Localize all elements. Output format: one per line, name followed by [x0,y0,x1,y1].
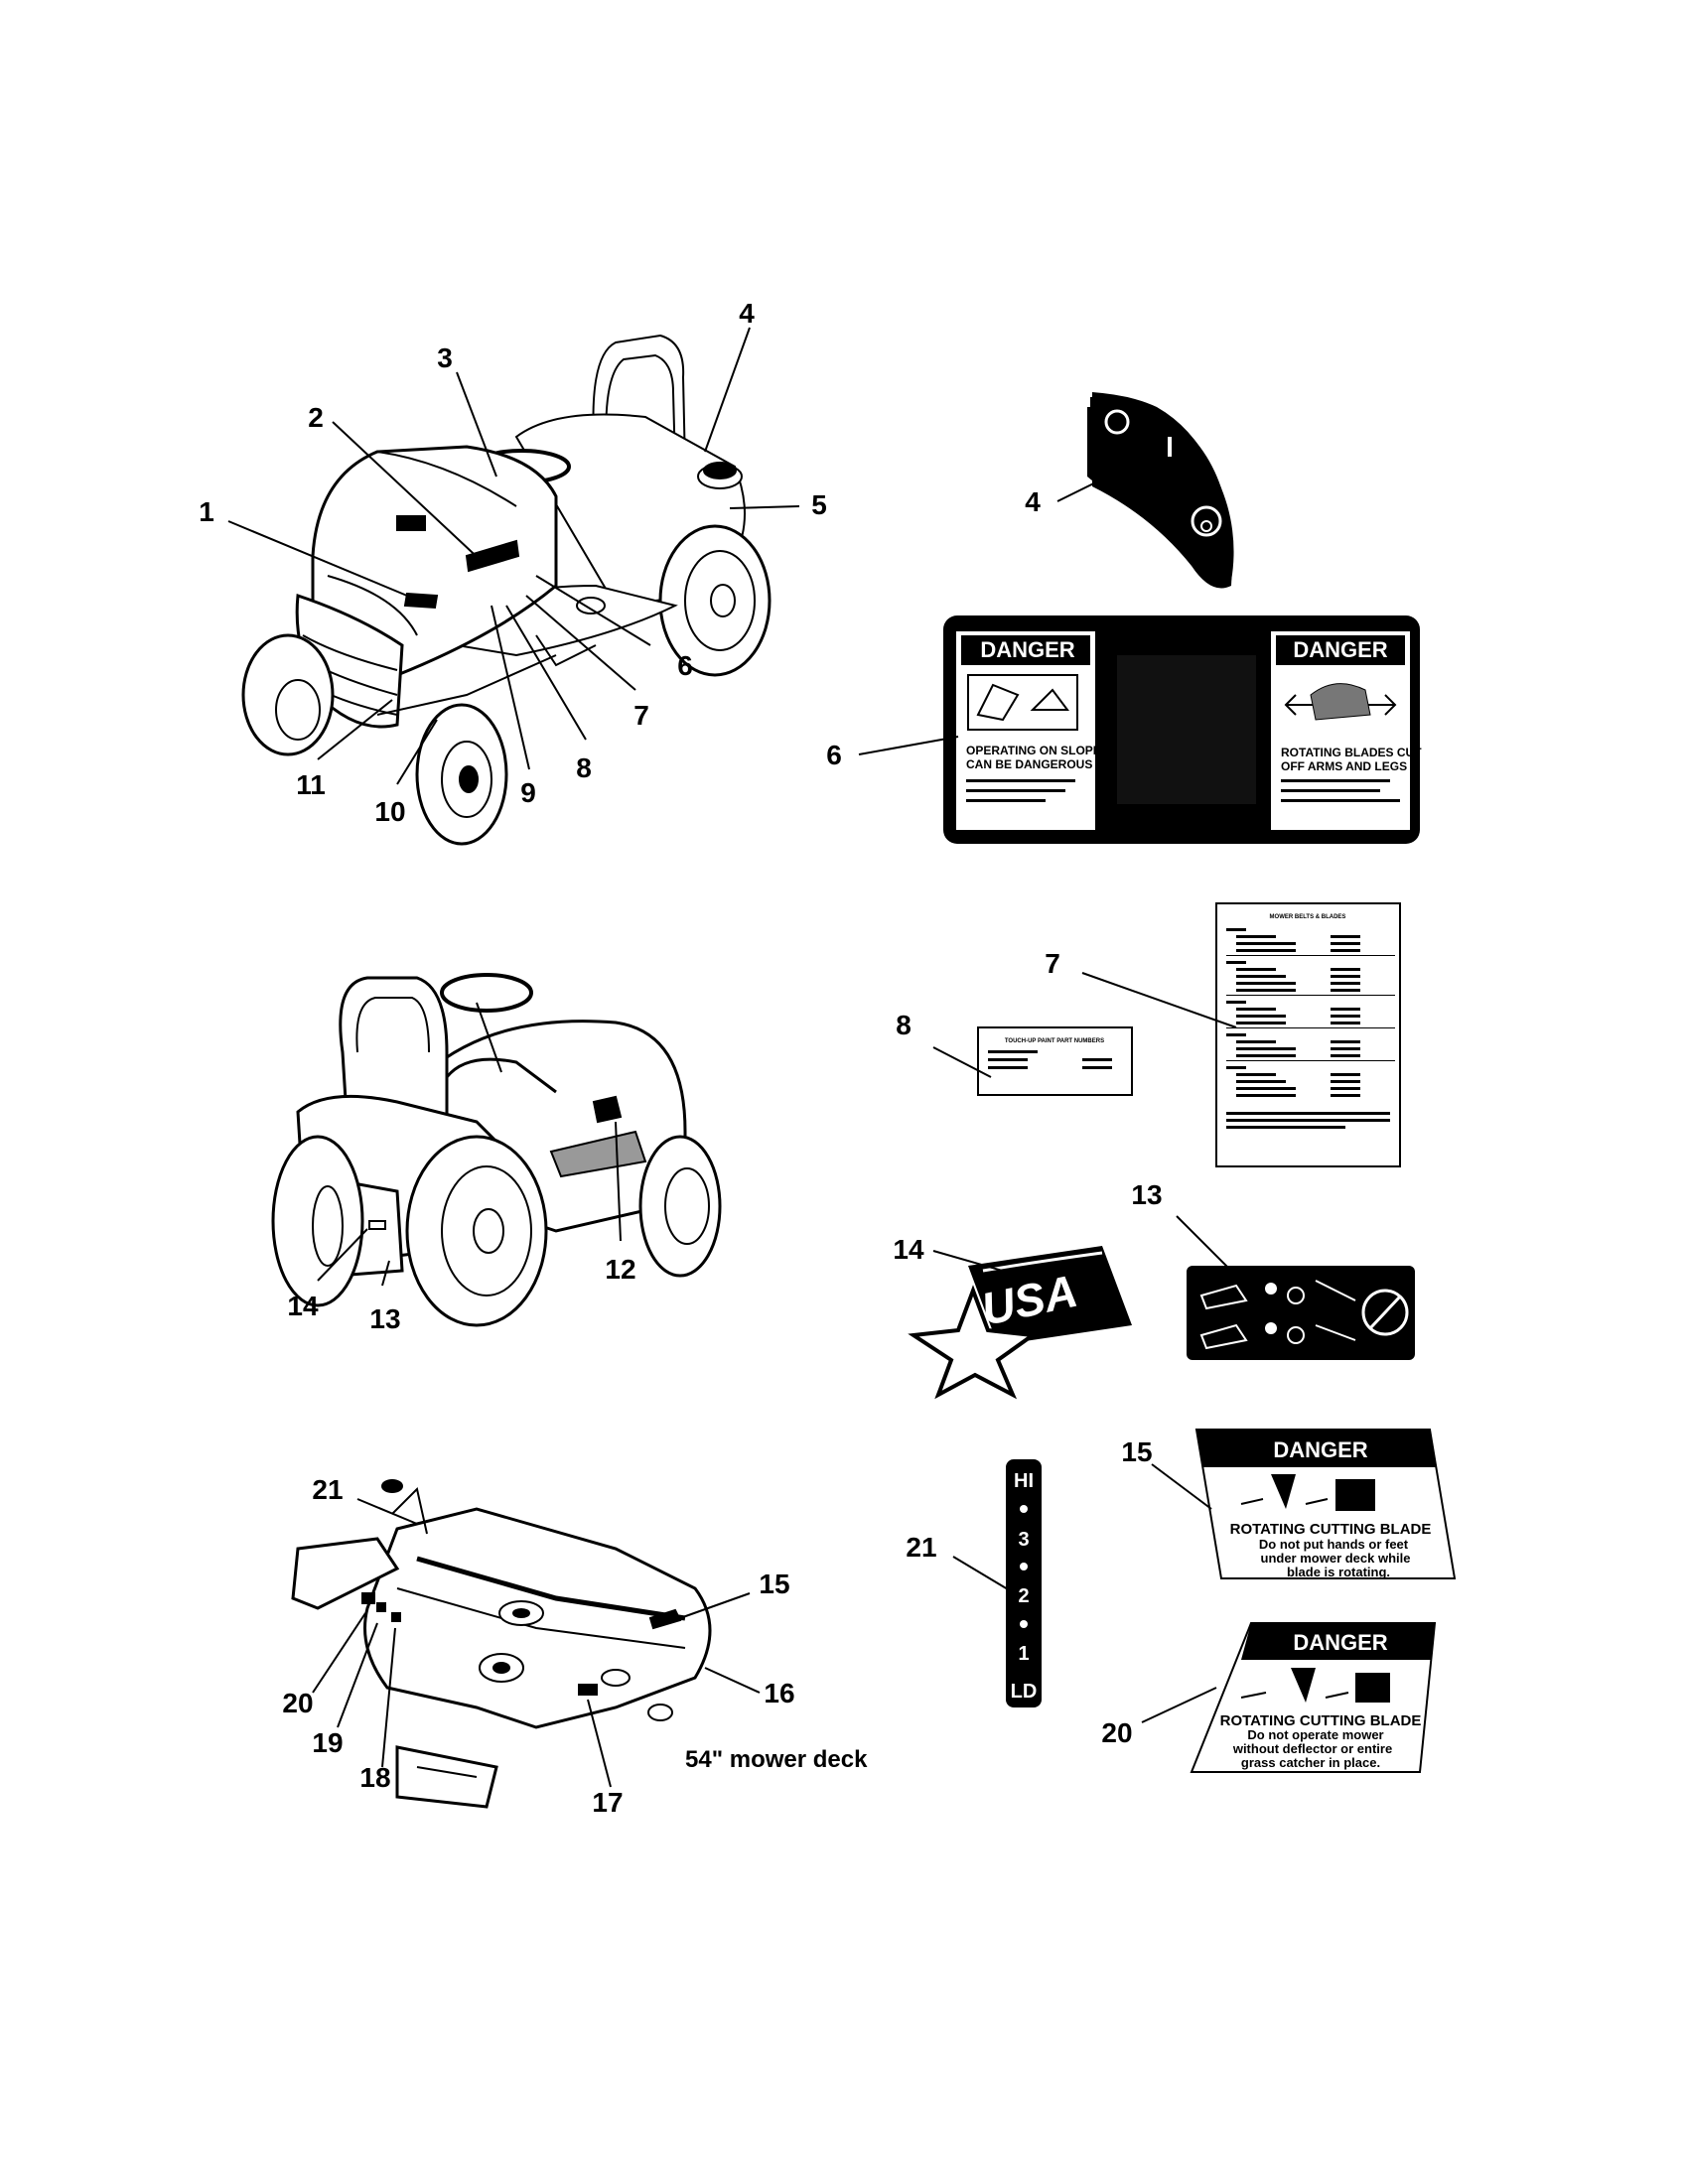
callout-6: 6 [677,650,693,681]
callout-18: 18 [359,1762,390,1793]
leader-r20 [1141,1687,1217,1723]
callout-7: 7 [633,700,649,731]
callout-10: 10 [374,796,405,827]
leader-r4 [1056,459,1143,502]
leader-r8 [932,1046,992,1078]
callout-right-7: 7 [1045,948,1060,979]
callout-4: 4 [739,298,755,329]
decal6-left-line2: CAN BE DANGEROUS [966,757,1092,771]
callout-20: 20 [282,1688,313,1718]
callout-right-4: 4 [1025,486,1041,517]
callout-14: 14 [287,1291,319,1321]
callout-16: 16 [764,1678,794,1708]
decal21-hi: HI [1014,1470,1034,1492]
callout-right-6: 6 [826,740,842,770]
callout-21: 21 [312,1474,343,1505]
decal20-line4: grass catcher in place. [1241,1755,1380,1770]
callout-right-15: 15 [1121,1436,1152,1467]
tractor-rear-view [271,973,722,1327]
decal20-title: DANGER [1293,1630,1387,1655]
height-strip-decal-21: HI 3 2 1 LD [1006,1459,1042,1707]
mower-deck [291,1479,712,1809]
decal6-right-title: DANGER [1293,637,1387,662]
leader-r15 [1151,1463,1212,1510]
leader-r21 [952,1556,1019,1596]
leader-r7 [1081,972,1237,1028]
decal6-right-line2: OFF ARMS AND LEGS [1281,759,1407,773]
callout-19: 19 [312,1727,343,1758]
deck-caption: 54" mower deck [685,1746,868,1773]
callout-3: 3 [437,342,453,373]
callout-13: 13 [369,1303,400,1334]
decal21-1: 1 [1018,1643,1029,1665]
leader-r14 [932,1250,1014,1275]
decal20-line3: without deflector or entire [1232,1741,1392,1756]
danger-decal-15: DANGER ROTATING CUTTING BLADE Do not put… [1194,1429,1457,1579]
decal20-line1: ROTATING CUTTING BLADE [1220,1712,1422,1729]
decal15-line2: Do not put hands or feet [1259,1537,1409,1552]
front-view-leaders [227,327,800,785]
callout-right-8: 8 [896,1010,912,1040]
decal6-left-title: DANGER [980,637,1074,662]
decal21-2: 2 [1018,1585,1029,1607]
callout-12: 12 [605,1254,635,1285]
leader-r6 [858,736,959,755]
callout-2: 2 [308,402,324,433]
ignition-decal [1087,392,1234,589]
callout-right-13: 13 [1131,1179,1162,1210]
danger-decal-20: DANGER ROTATING CUTTING BLADE Do not ope… [1190,1622,1437,1773]
decal21-3: 3 [1018,1529,1029,1551]
decal8-title: TOUCH-UP PAINT PART NUMBERS [1005,1038,1104,1044]
callout-right-21: 21 [906,1532,936,1563]
touchup-paint-decal-8: TOUCH-UP PAINT PART NUMBERS [977,1026,1133,1096]
decal15-line1: ROTATING CUTTING BLADE [1230,1521,1432,1538]
leader-r13 [1176,1215,1232,1272]
callout-15: 15 [759,1569,789,1599]
decal15-line3: under mower deck while [1261,1551,1411,1566]
callout-9: 9 [520,777,536,808]
deck-leaders [312,1498,761,1788]
decal20-line2: Do not operate mower [1247,1727,1383,1742]
control-decal-13 [1187,1266,1415,1360]
callout-5: 5 [811,489,827,520]
callout-right-20: 20 [1101,1717,1132,1748]
decal15-line4: blade is rotating. [1287,1565,1390,1579]
decal6-left-line1: OPERATING ON SLOPES [966,744,1109,757]
callout-numbers: 1 2 3 4 5 6 7 8 9 10 11 14 13 12 21 15 1… [199,298,1162,1818]
belts-blades-decal-7: MOWER BELTS & BLADES [1215,902,1401,1167]
danger-decal-6: DANGER OPERATING ON SLOPES CAN BE DANGER… [943,615,1422,844]
decal21-ld: LD [1011,1681,1038,1703]
rear-view-leaders [317,1121,622,1287]
callout-17: 17 [592,1787,623,1818]
decal7-title: MOWER BELTS & BLADES [1270,914,1346,920]
decal15-title: DANGER [1273,1437,1367,1462]
callout-1: 1 [199,496,214,527]
usa-decal-14: USA [908,1246,1132,1400]
callout-11: 11 [296,769,326,800]
decal6-right-line1: ROTATING BLADES CUT [1281,746,1422,759]
callout-8: 8 [576,752,592,783]
callout-right-14: 14 [893,1234,924,1265]
